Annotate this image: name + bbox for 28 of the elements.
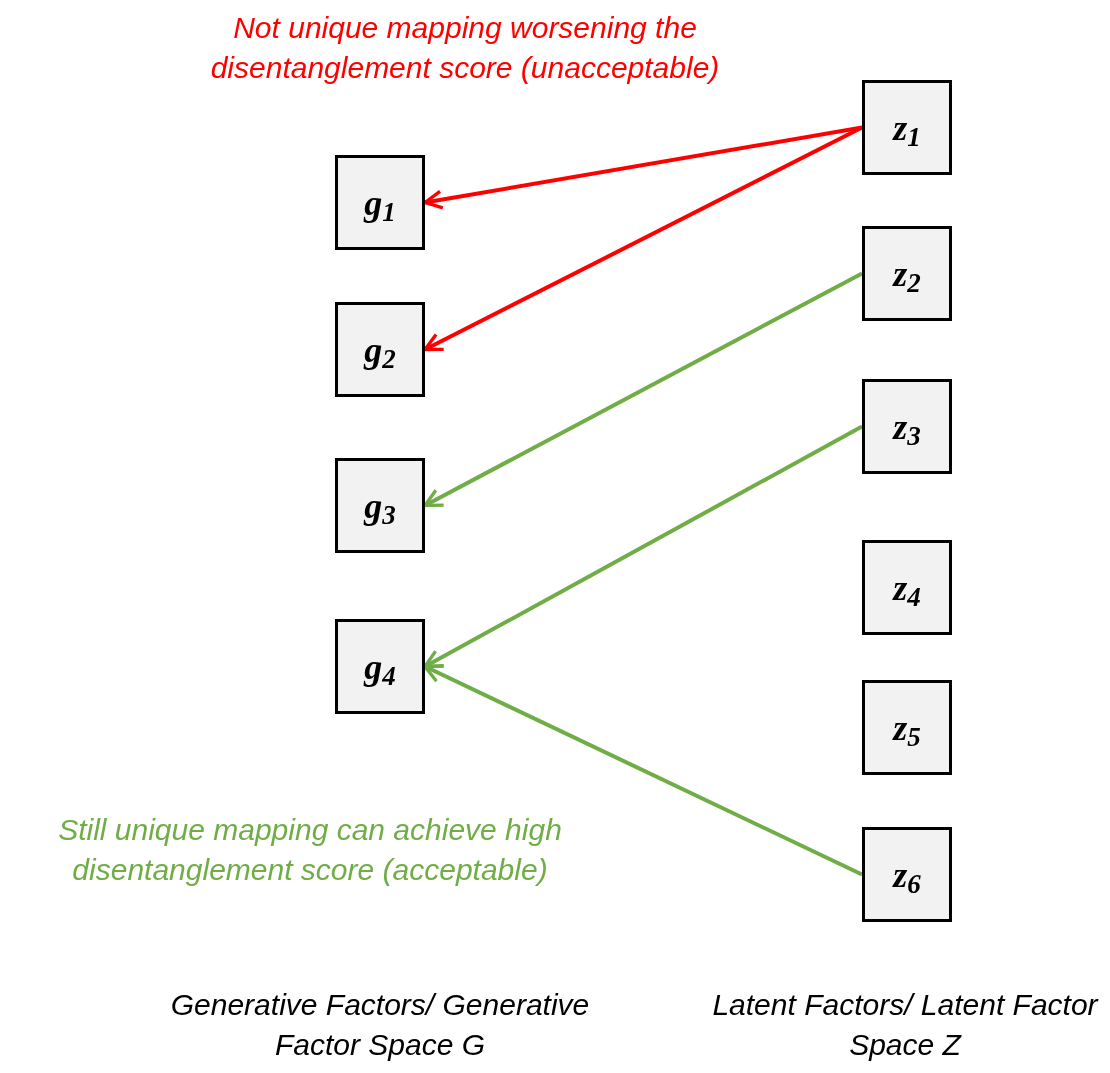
factor-box <box>335 458 425 553</box>
factor-symbol: z$_{6}$ <box>893 856 921 893</box>
arrow <box>423 125 863 352</box>
factor-symbol: g$_{3}$ <box>364 487 396 524</box>
factor-symbol: z$_{5}$ <box>893 709 921 746</box>
factor-symbol: z$_{1}$ <box>893 109 921 146</box>
factor-symbol: z$_{4}$ <box>893 569 921 606</box>
factor-box <box>862 379 952 474</box>
annotation-text: Still unique mapping can achieve high disentanglement score (acceptable) <box>57 812 563 888</box>
annotation-text: Not unique mapping worsening the disentanglement score (unacceptable) <box>209 10 721 86</box>
arrow <box>423 664 863 877</box>
factor-symbol: g$_{4}$ <box>364 648 396 685</box>
factor-box <box>862 680 952 775</box>
factor-box <box>335 619 425 714</box>
factor-box <box>862 80 952 175</box>
arrow <box>423 125 863 210</box>
factor-box <box>335 155 425 250</box>
factor-box <box>862 226 952 321</box>
annotation-text: Generative Factors/ Generative Factor Space G <box>169 987 591 1063</box>
factor-symbol: z$_{2}$ <box>893 255 921 292</box>
annotation-text: Latent Factors/ Latent Factor Space Z <box>711 987 1100 1063</box>
factor-box <box>862 540 952 635</box>
factor-symbol: g$_{2}$ <box>364 331 396 368</box>
factor-symbol: z$_{3}$ <box>893 408 921 445</box>
factor-symbol: g$_{1}$ <box>364 184 396 221</box>
factor-box <box>862 827 952 922</box>
arrow <box>423 271 863 508</box>
factor-box <box>335 302 425 397</box>
